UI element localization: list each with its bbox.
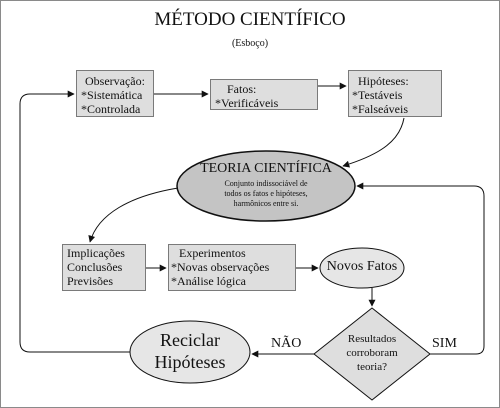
sim-label: SIM (432, 336, 457, 351)
decision-diamond (313, 307, 431, 401)
fatos-item: *Verificáveis (215, 96, 279, 110)
reciclar-label: Hipóteses (154, 352, 226, 372)
experimentos-item: *Novas observações (171, 260, 270, 274)
teoria-ellipse (176, 150, 356, 222)
novos-fatos-label: Novos Fatos (326, 259, 398, 274)
experimentos-box: Experimentos *Novas observações *Análise… (168, 244, 296, 291)
implicacoes-item: Implicações (67, 246, 125, 260)
hipoteses-heading: Hipóteses: (358, 74, 409, 88)
observacao-item: *Controlada (81, 102, 141, 116)
decision-text-line: corroboram (346, 347, 398, 359)
observacao-item: *Sistemática (81, 88, 143, 102)
arrow-reciclar-observacao (19, 90, 130, 353)
reciclar-label: Reciclar (160, 330, 220, 350)
implicacoes-item: Previsões (67, 274, 113, 288)
diagram-subtitle: (Esboço) (231, 38, 269, 49)
teoria-heading: TEORIA CIENTÍFICA (200, 161, 332, 176)
hipoteses-item: *Testáveis (352, 88, 403, 102)
experimentos-heading: Experimentos (179, 246, 246, 260)
diagram-title: MÉTODO CIENTÍFICO (154, 9, 346, 30)
teoria-description-line: Conjunto indissociável de (224, 179, 308, 188)
decision-text-line: teoria? (357, 361, 387, 373)
fatos-box: Fatos: *Verificáveis (210, 79, 318, 110)
arrow-sim-teoria (356, 182, 485, 355)
novos-fatos-ellipse (319, 247, 405, 289)
decision-text-line: Resultados (347, 333, 397, 345)
nao-label: NÃO (271, 336, 302, 351)
fatos-heading: Fatos: (227, 82, 257, 96)
hipoteses-item: *Falseáveis (352, 102, 408, 116)
implicacoes-box: Implicações Conclusões Previsões (62, 244, 146, 291)
teoria-description-line: harmônicos entre si. (233, 199, 299, 208)
arrow-hipoteses-teoria (342, 117, 405, 168)
observacao-heading: Observação: (85, 74, 145, 88)
arrow-teoria-implicacoes (88, 187, 179, 243)
hipoteses-box: Hipóteses: *Testáveis *Falseáveis (348, 70, 442, 117)
observacao-box: Observação: *Sistemática *Controlada (76, 70, 154, 117)
teoria-description-line: todos os fatos e hipóteses, (224, 189, 308, 198)
experimentos-item: *Análise lógica (171, 274, 246, 288)
implicacoes-item: Conclusões (67, 260, 123, 274)
